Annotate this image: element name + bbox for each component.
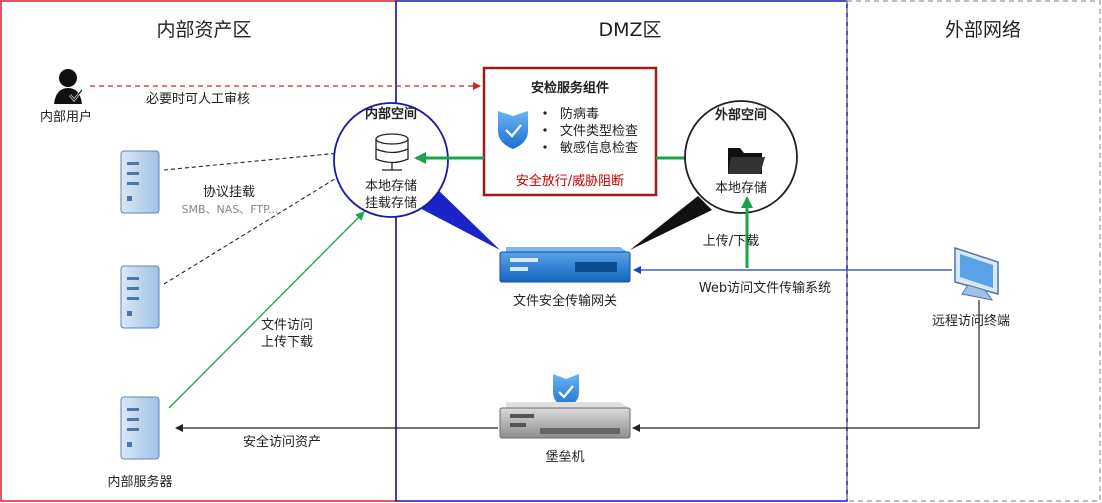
bastion-label: 堡垒机 [545,449,584,465]
inner-storage-label-2: 挂载存储 [365,196,417,211]
protocol-list-label: SMB、NAS、FTP... [181,203,278,216]
server-icon [120,265,160,329]
secure-access-label: 安全访问资产 [243,434,321,450]
internal-zone-title: 内部资产区 [156,19,251,41]
gateway-label: 文件安全传输网关 [513,293,617,309]
inner-storage-label-1: 本地存储 [365,179,417,194]
server-icon [120,150,160,214]
web-access-label: Web访问文件传输系统 [699,280,831,296]
outer-space-pointer [630,196,712,250]
remote-to-bastion-link [632,300,980,432]
dmz-zone-title: DMZ区 [598,19,661,41]
shield-check-icon [553,374,579,408]
outer-storage-label: 本地存储 [715,181,767,196]
review-note: 必要时可人工审核 [146,92,250,107]
user-icon [54,69,83,104]
inner-space-pointer [412,184,500,250]
security-item: 文件类型检查 [560,124,638,139]
monitor-icon [954,246,999,301]
bullet-icon [543,111,547,115]
security-group-footer: 安全放行/威胁阻断 [516,173,624,189]
folder-icon [728,148,765,174]
inner-space-circle [333,102,449,218]
file-access-label-1: 文件访问 [261,318,313,333]
external-zone [846,0,1101,502]
bullet-icon [543,128,547,132]
shield-check-icon [498,111,528,149]
upload-download-label: 上传/下载 [703,234,759,249]
outer-space-title: 外部空间 [714,107,767,123]
bastion-device-icon [499,402,632,439]
server-icon [120,396,160,460]
inner-space-title: 内部空间 [365,106,417,122]
file-access-label-2: 上传下载 [261,335,313,350]
gateway-device-icon [499,247,632,283]
external-zone-title: 外部网络 [945,19,1021,41]
security-item: 敏感信息检查 [560,140,638,156]
remote-terminal-label: 远程访问终端 [932,313,1010,329]
protocol-mount-label: 协议挂载 [203,185,255,200]
file-access-link [168,211,365,409]
internal-user-label: 内部用户 [40,109,92,125]
internal-server-label: 内部服务器 [107,474,172,490]
security-item: 防病毒 [560,106,599,122]
bullet-icon [543,145,547,149]
storage-icon [375,133,409,171]
security-group-title: 安检服务组件 [531,80,609,96]
